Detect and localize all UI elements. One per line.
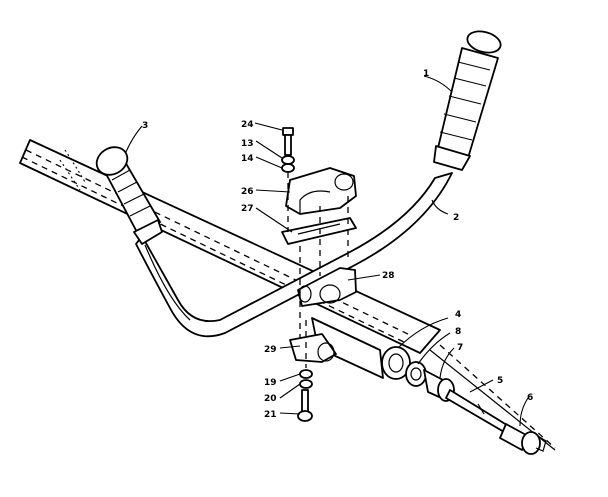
callout-19: 19 — [264, 378, 277, 388]
callout-24: 24 — [241, 120, 254, 130]
callout-20: 20 — [264, 394, 277, 404]
callout-2: 2 — [453, 213, 459, 223]
lower-clamp-part-28 — [297, 267, 357, 307]
callout-7: 7 — [457, 343, 463, 353]
tube-sleeve-part-4 — [311, 317, 411, 380]
washer-part-13 — [281, 155, 295, 165]
callout-1: 1 — [423, 69, 429, 79]
callout-26: 26 — [241, 187, 254, 197]
callout-5: 5 — [497, 376, 503, 386]
plate-part-27 — [281, 217, 357, 245]
left-grip-part-3 — [95, 146, 163, 245]
end-fitting-part-6 — [499, 423, 547, 455]
washer-part-14 — [281, 163, 295, 173]
bolt-part-21 — [297, 389, 313, 422]
callout-14: 14 — [241, 154, 254, 164]
coupling-part-7 — [423, 369, 455, 402]
callout-13: 13 — [241, 139, 254, 149]
callout-6: 6 — [527, 393, 533, 403]
drive-shaft-centerline — [439, 344, 556, 449]
bottom-clamp-part-29 — [289, 333, 337, 363]
handlebar-part-2 — [135, 172, 453, 338]
callout-27: 27 — [241, 204, 254, 214]
ring-part-8 — [405, 361, 427, 387]
leader-lines — [125, 75, 529, 427]
callout-28: 28 — [382, 271, 395, 281]
washer-part-20 — [299, 379, 313, 389]
upper-clamp-part-26 — [285, 167, 357, 215]
callout-4: 4 — [455, 310, 461, 320]
dashed-assembly-lines — [287, 172, 349, 368]
callout-3: 3 — [142, 121, 148, 131]
right-grip-part-1 — [433, 30, 502, 171]
bolt-part-24 — [282, 127, 294, 156]
washer-part-19 — [299, 369, 313, 379]
callout-29: 29 — [264, 345, 277, 355]
callout-8: 8 — [455, 327, 461, 337]
callout-21: 21 — [264, 410, 277, 420]
callout-labels: 1 2 3 4 5 6 7 8 13 14 19 20 21 24 26 27 … — [142, 69, 533, 420]
